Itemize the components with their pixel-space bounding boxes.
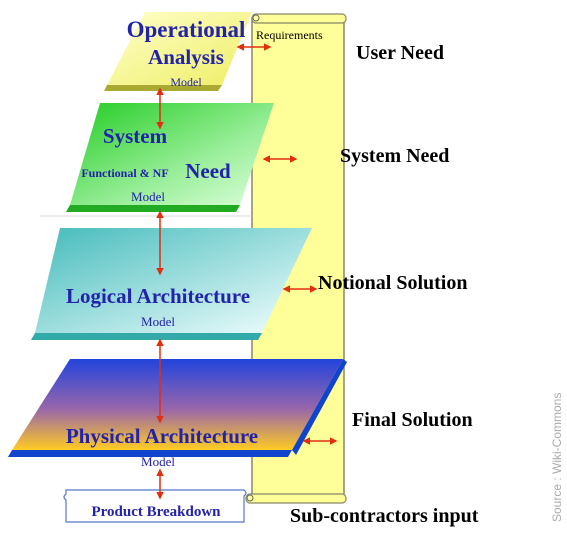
logical-title: Logical Architecture	[66, 284, 250, 308]
label-system-need: System Need	[340, 145, 450, 167]
label-final-solution: Final Solution	[352, 409, 473, 431]
operational-title-line2: Analysis	[148, 45, 224, 69]
operational-model-label: Model	[170, 75, 202, 89]
product-breakdown-label: Product Breakdown	[91, 504, 221, 520]
source-credit: Source : Wiki-Commons	[550, 393, 564, 522]
layer-physical-architecture: Physical Architecture Model	[8, 359, 347, 469]
system-need-word: Need	[185, 159, 231, 183]
requirements-label: Requirements	[256, 28, 323, 42]
label-user-need: User Need	[356, 42, 444, 64]
product-breakdown-box: Product Breakdown	[63, 489, 247, 523]
label-subcontractors-input: Sub-contractors input	[290, 505, 479, 527]
operational-title-line1: Operational	[127, 17, 246, 42]
label-notional-solution: Notional Solution	[318, 272, 468, 294]
layer-system-need: System Functional & NF Need Model	[66, 103, 274, 212]
source-text: Source : Wiki-Commons	[550, 393, 564, 522]
layer-operational-analysis: Operational Analysis Model	[104, 12, 252, 91]
physical-title: Physical Architecture	[66, 424, 258, 448]
system-title: System	[103, 124, 168, 148]
logical-model-label: Model	[141, 314, 175, 329]
system-functional-nf: Functional & NF	[81, 166, 168, 180]
requirements-arrows	[236, 43, 338, 445]
layer-logical-architecture: Logical Architecture Model	[31, 228, 312, 340]
system-model-label: Model	[131, 189, 165, 204]
physical-model-label: Model	[141, 454, 175, 469]
